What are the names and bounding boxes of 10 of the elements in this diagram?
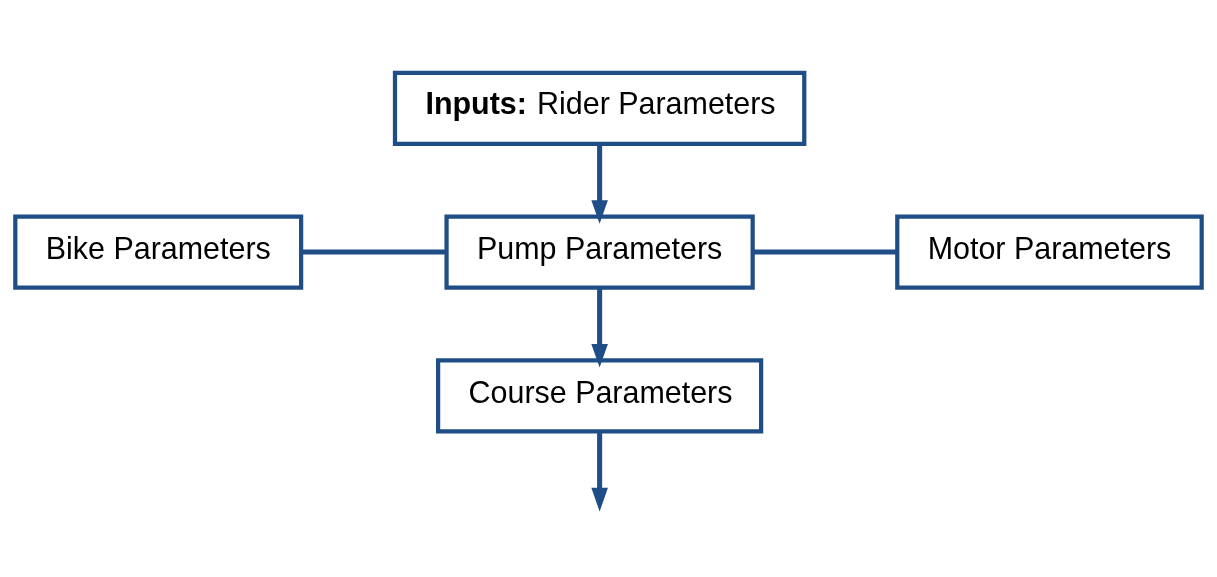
- arrow: [591, 287, 608, 368]
- node-box: Pump Parameters: [444, 213, 755, 290]
- node-box: Motor Parameters: [895, 213, 1204, 290]
- node-box: Inputs: Rider Parameters: [392, 70, 807, 146]
- node-box: Bike Parameters: [13, 213, 304, 290]
- arrow: [591, 431, 608, 512]
- connector: [301, 249, 447, 255]
- arrow: [591, 143, 608, 224]
- connector: [752, 249, 898, 255]
- node-box: Course Parameters: [436, 357, 764, 433]
